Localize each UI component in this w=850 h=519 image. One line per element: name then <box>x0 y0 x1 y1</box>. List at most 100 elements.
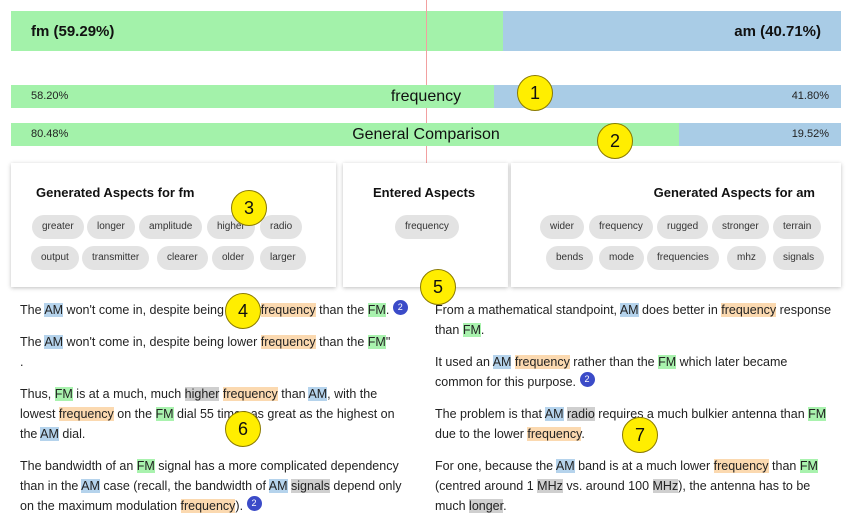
fm-segment <box>11 85 494 108</box>
text: ). <box>235 499 244 513</box>
text: Thus, <box>20 387 55 401</box>
aspect-chip[interactable]: wider <box>540 215 584 239</box>
aspect-chip[interactable]: radio <box>260 215 303 239</box>
text: . <box>385 303 390 317</box>
text: The <box>20 335 45 349</box>
aspect-chip[interactable]: frequencies <box>647 246 719 270</box>
aspect-chip[interactable]: signals <box>773 246 825 270</box>
center-divider-line <box>426 0 427 163</box>
text: From a mathematical standpoint, <box>435 303 620 317</box>
text: signal has a more complicated dependency… <box>20 459 399 493</box>
am-term: AM <box>44 303 64 317</box>
aspect-chip[interactable]: transmitter <box>82 246 150 270</box>
fm-percent: 80.48% <box>31 128 69 140</box>
aspect-chip[interactable]: older <box>212 246 255 270</box>
text: The <box>20 303 45 317</box>
text: The problem is that <box>435 407 545 421</box>
aspect-term: frequency <box>514 355 570 369</box>
aspect-bar-frequency[interactable]: 58.20% frequency 41.80% <box>11 85 841 108</box>
text: won't come in, despite being lower <box>63 335 261 349</box>
aspect-name: frequency <box>390 88 462 105</box>
aspect-term: frequency <box>527 427 582 441</box>
am-share-segment: am (40.71%) <box>503 11 841 51</box>
text: It used an <box>435 355 493 369</box>
aspect-chip[interactable]: longer <box>87 215 135 239</box>
text: The bandwidth of an <box>20 459 137 473</box>
aspect-bar-general-comparison[interactable]: 80.48% General Comparison 19.52% <box>11 123 841 146</box>
am-aspects-panel: Generated Aspects for am wider frequency… <box>511 163 841 287</box>
text: For one, because the <box>435 459 556 473</box>
keyword-term: signals <box>291 479 330 493</box>
aspect-chip[interactable]: clearer <box>157 246 208 270</box>
text: due to the lower <box>435 427 528 441</box>
text: case (recall, the bandwidth of <box>99 479 269 493</box>
am-sentence: From a mathematical standpoint, AM does … <box>435 300 835 340</box>
fm-term: FM <box>658 355 677 369</box>
aspect-chip[interactable]: rugged <box>657 215 709 239</box>
text: requires a much bulkier antenna than <box>594 407 809 421</box>
text: than the <box>315 335 368 349</box>
fm-sentence: The AM won't come in, despite being lowe… <box>20 332 415 372</box>
am-share-label: am (40.71%) <box>734 22 821 40</box>
duplicate-count-badge[interactable]: 2 <box>392 300 408 315</box>
aspect-term: frequency <box>260 303 316 317</box>
text: . <box>503 499 507 513</box>
fm-term: FM <box>136 459 155 473</box>
aspect-chip[interactable]: bends <box>546 246 594 270</box>
aspect-term: frequency <box>58 407 114 421</box>
text: than the <box>315 303 368 317</box>
aspect-chip[interactable]: terrain <box>773 215 822 239</box>
keyword-term: higher <box>184 387 220 401</box>
fm-sentence: The bandwidth of an FM signal has a more… <box>20 456 415 516</box>
aspect-chip[interactable]: mode <box>599 246 645 270</box>
am-sentence: The problem is that AM radio requires a … <box>435 404 835 444</box>
overall-comparison-bar: fm (59.29%) am (40.71%) <box>11 11 841 51</box>
panel-title: Entered Aspects <box>373 185 476 200</box>
text: which later became common for this purpo… <box>435 355 788 389</box>
am-term: AM <box>619 303 639 317</box>
am-segment <box>494 85 841 108</box>
fm-term: FM <box>54 387 73 401</box>
am-percent: 19.52% <box>791 128 829 140</box>
text: won't come in, despite being lower <box>63 303 261 317</box>
fm-sentence: The AM won't come in, despite being lowe… <box>20 300 415 320</box>
fm-percent: 58.20% <box>31 90 69 102</box>
text: ), the antenna has to be much <box>435 479 811 513</box>
aspect-chip[interactable]: frequency <box>589 215 653 239</box>
annotation-badge-7: 7 <box>622 417 658 453</box>
am-term: AM <box>81 479 100 493</box>
annotation-badge-1: 1 <box>517 75 553 111</box>
aspect-term: frequency <box>721 303 777 317</box>
fm-share-segment: fm (59.29%) <box>11 11 503 51</box>
keyword-term: radio <box>567 407 595 421</box>
panel-title: Generated Aspects for fm <box>36 185 195 200</box>
fm-aspects-panel: Generated Aspects for fm greater longer … <box>11 163 336 287</box>
keyword-term: longer <box>469 499 504 513</box>
text: does better in <box>638 303 722 317</box>
aspect-chip[interactable]: frequency <box>395 215 459 239</box>
duplicate-count-badge[interactable]: 2 <box>579 372 595 387</box>
entered-aspects-panel: Entered Aspects frequency <box>343 163 508 287</box>
aspect-chip[interactable]: amplitude <box>139 215 203 239</box>
aspect-chip[interactable]: mhz <box>727 246 766 270</box>
text: band is at a much lower <box>574 459 714 473</box>
keyword-term: MHz <box>537 479 563 493</box>
aspect-chip[interactable]: output <box>31 246 79 270</box>
aspect-chip[interactable]: larger <box>260 246 306 270</box>
annotation-badge-2: 2 <box>597 123 633 159</box>
aspect-chip[interactable]: stronger <box>712 215 769 239</box>
text: response than <box>435 303 832 337</box>
text: dial. <box>58 427 86 441</box>
text: is at a much, much <box>72 387 185 401</box>
aspect-chip[interactable]: greater <box>32 215 84 239</box>
duplicate-count-badge[interactable]: 2 <box>246 496 262 511</box>
annotation-badge-6: 6 <box>225 411 261 447</box>
fm-term: FM <box>799 459 818 473</box>
keyword-term: MHz <box>652 479 679 493</box>
fm-term: FM <box>155 407 174 421</box>
am-term: AM <box>40 427 59 441</box>
am-term: AM <box>44 335 64 349</box>
panel-title: Generated Aspects for am <box>653 185 815 200</box>
text: on the <box>113 407 156 421</box>
text: . <box>581 427 585 441</box>
